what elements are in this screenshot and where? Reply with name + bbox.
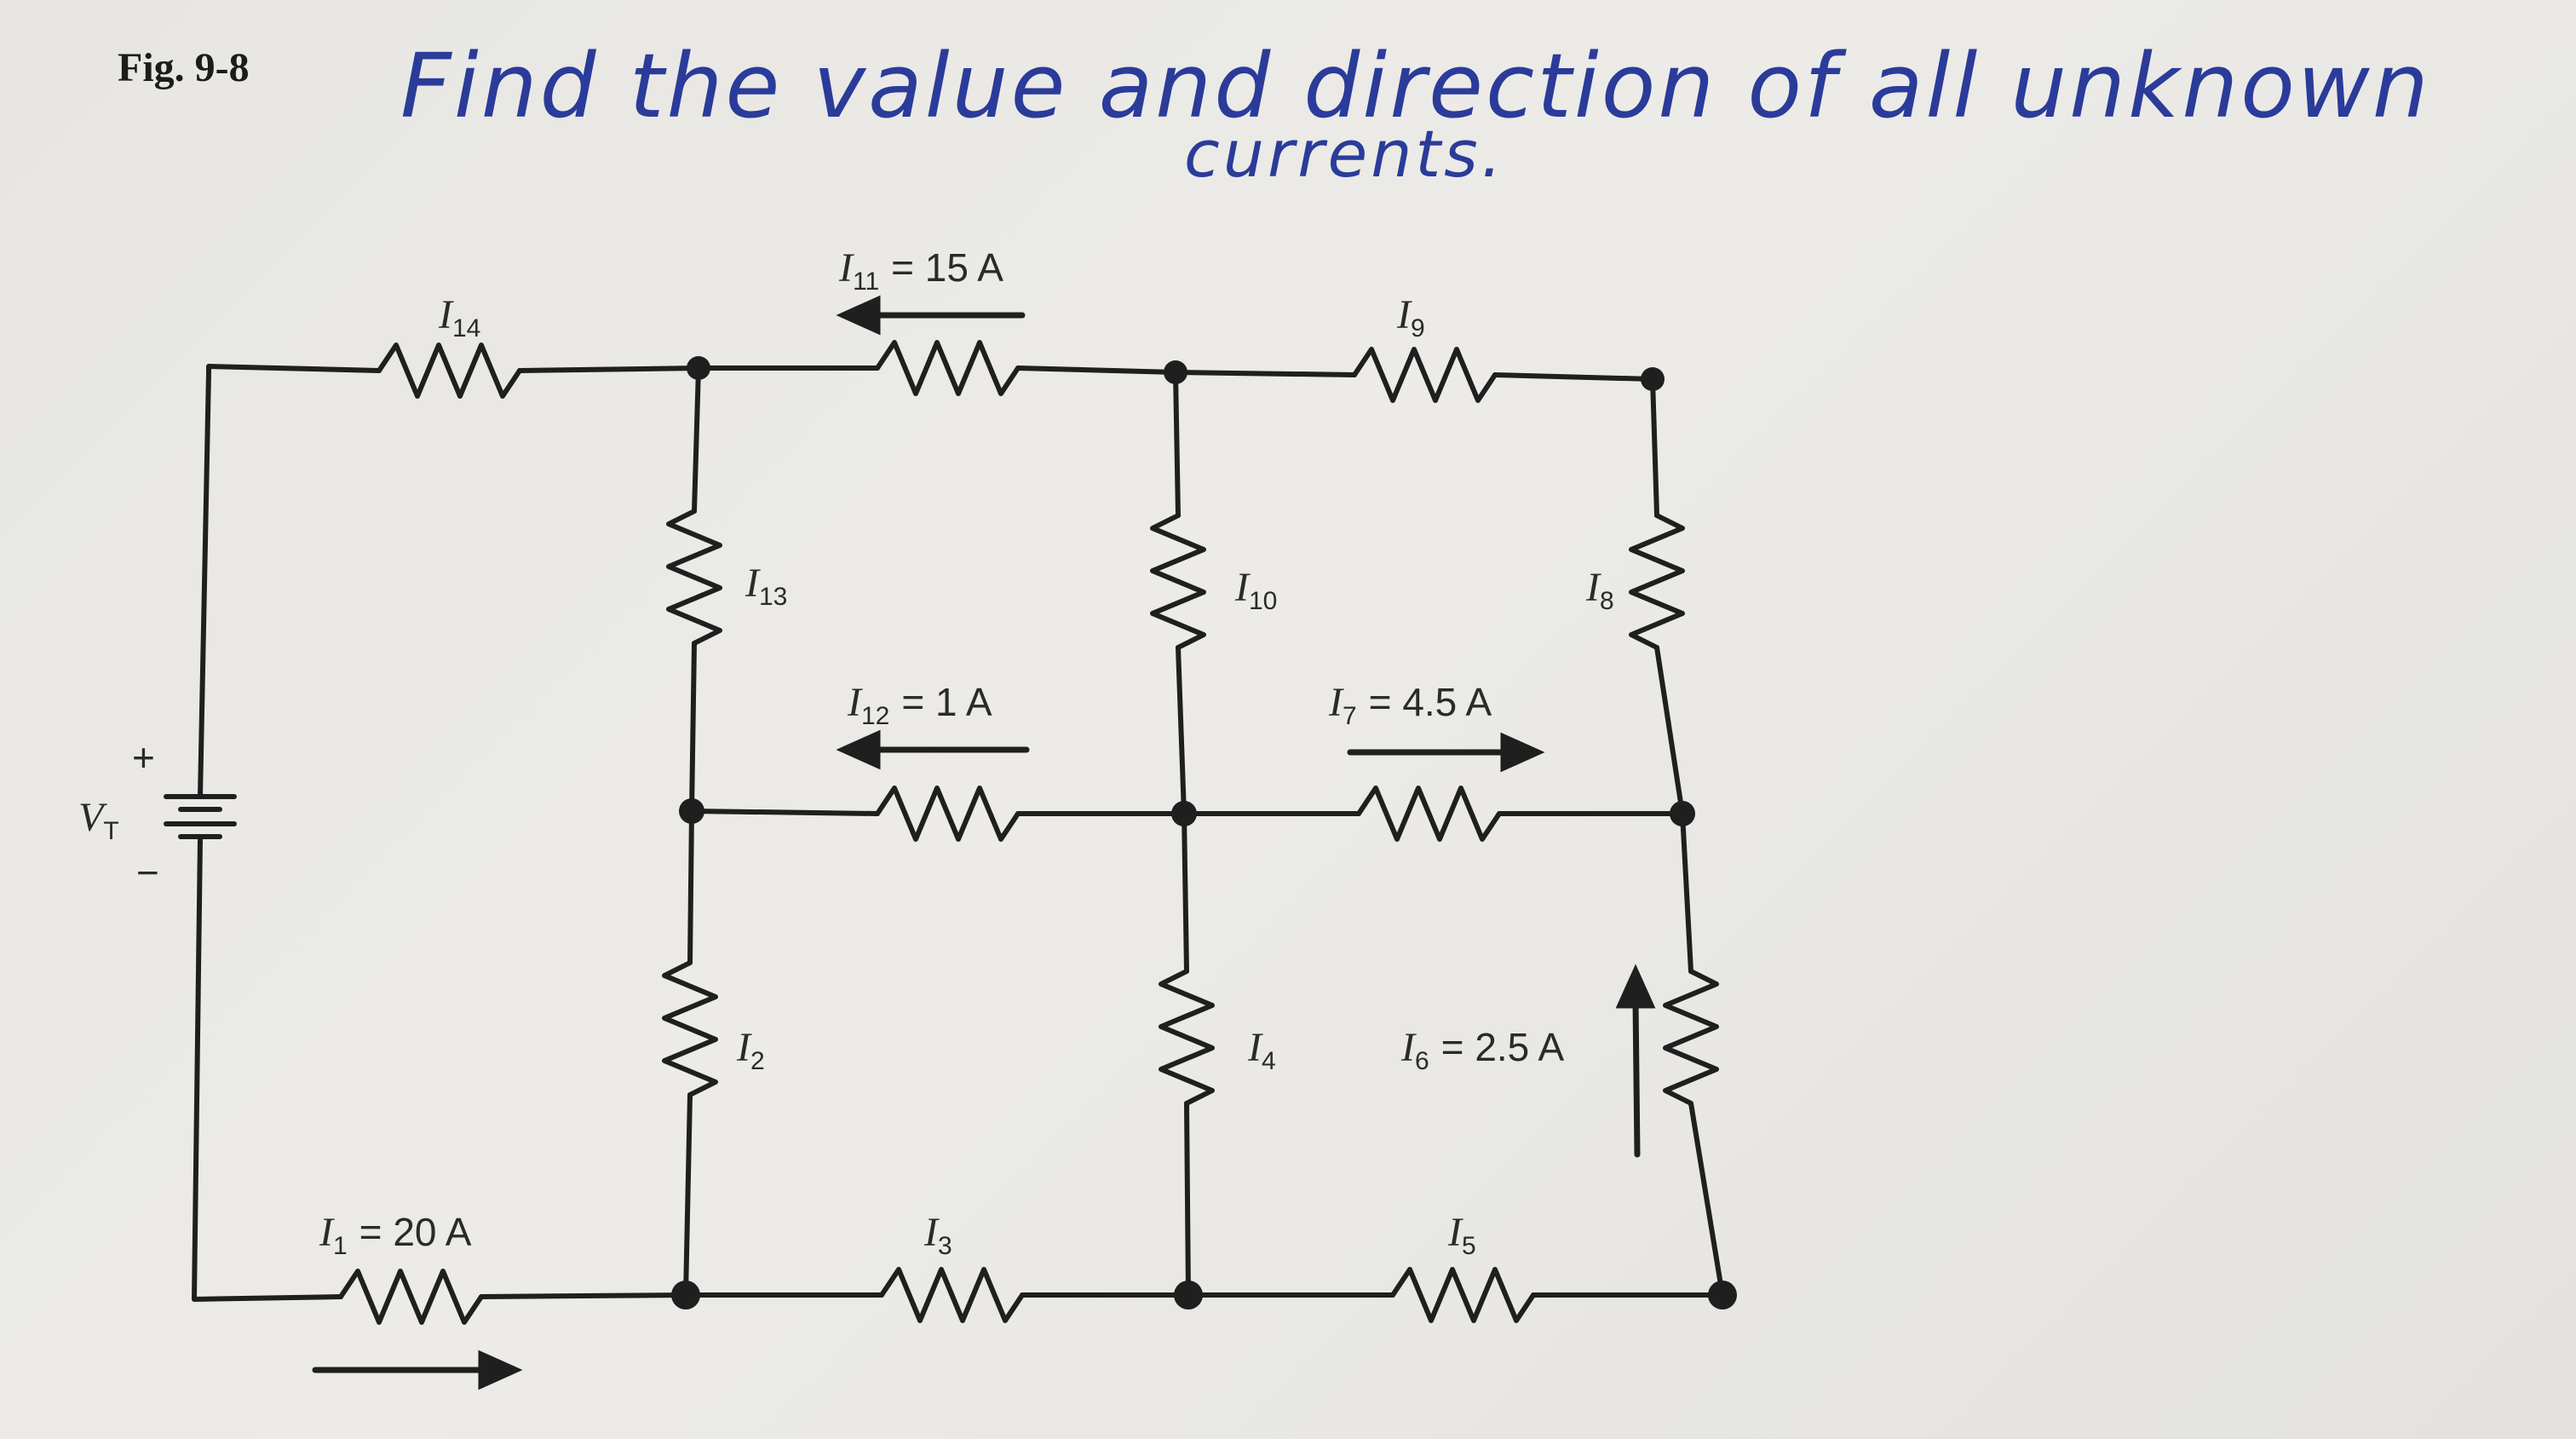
label-i2: I2 [736, 1025, 765, 1075]
label-i14: I14 [438, 292, 480, 342]
label-i5: I5 [1447, 1210, 1476, 1260]
junction-dot [679, 798, 704, 824]
wire-left-upper [198, 370, 211, 799]
resistor-r3 [879, 1267, 1025, 1323]
label-i11: I11= 15 A [838, 245, 1003, 296]
source-label: VT [78, 795, 119, 845]
label-i1: I1= 20 A [319, 1210, 472, 1260]
arrow-i1-head [478, 1350, 523, 1390]
source-plus: + [132, 735, 155, 780]
wire-left-lower [192, 837, 343, 1302]
instruction-text-continued: currents. [1184, 116, 1505, 192]
wire-mid-a [689, 809, 880, 816]
label-i12: I12= 1 A [847, 680, 992, 730]
instruction-text: Find the value and direction of all unkn… [400, 34, 2431, 138]
label-i10: I10 [1234, 565, 1277, 615]
junction-dot [671, 1281, 700, 1309]
resistor-r1 [338, 1269, 484, 1325]
label-i4: I4 [1247, 1025, 1276, 1075]
arrow-i6-shaft [1632, 998, 1641, 1158]
resistor-r13 [666, 509, 722, 646]
wire-col1-bottom [683, 1092, 693, 1298]
resistor-r9 [1352, 347, 1498, 403]
figure-label: Fig. 9-8 [118, 45, 250, 90]
source-minus: − [136, 850, 159, 895]
arrow-i6-head [1615, 964, 1656, 1009]
label-i9: I9 [1396, 292, 1425, 342]
resistor-r6 [1663, 969, 1719, 1106]
junction-dot [1708, 1281, 1737, 1309]
junction-dot [687, 356, 710, 380]
label-i7: I7= 4.5 A [1328, 680, 1492, 730]
arrow-i7-head [1500, 732, 1545, 773]
resistor-r11 [875, 340, 1021, 396]
label-i6: I6= 2.5 A [1400, 1025, 1565, 1075]
resistor-r7 [1356, 786, 1502, 842]
junction-dot [1164, 360, 1187, 384]
resistor-r8 [1629, 513, 1685, 650]
resistor-r4 [1159, 969, 1215, 1106]
wire-col3-bottom [1688, 1101, 1725, 1298]
resistor-r5 [1390, 1267, 1536, 1323]
resistor-r10 [1150, 513, 1206, 650]
wire-col1-top [692, 366, 701, 514]
label-i13: I13 [745, 561, 787, 611]
wire-col2-bottom [1184, 1101, 1191, 1298]
wire-col2-top [1173, 370, 1181, 518]
arrow-i11-head [836, 295, 881, 336]
label-i3: I3 [923, 1210, 952, 1260]
junction-dot [1670, 801, 1695, 826]
junction-dot [1171, 801, 1197, 826]
arrow-i12-head [836, 729, 881, 770]
resistor-r14 [377, 342, 522, 399]
junction-dot [1174, 1281, 1203, 1309]
wire-top-left [206, 364, 382, 375]
junction-dot [1641, 367, 1665, 391]
resistor-r2 [662, 960, 718, 1097]
resistor-r12 [875, 786, 1021, 842]
label-i8: I8 [1585, 565, 1614, 615]
wire-top-c [1492, 372, 1655, 382]
wire-col3-top [1650, 377, 1659, 518]
